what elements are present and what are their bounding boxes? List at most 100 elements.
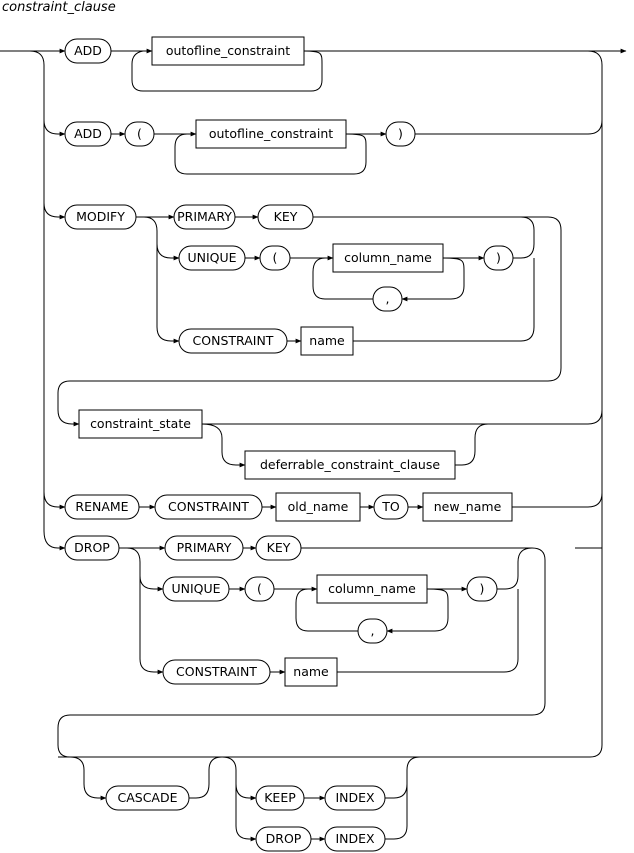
- add-keyword: ADD: [64, 38, 112, 64]
- connector-line: [497, 547, 533, 590]
- connector-line: [156, 244, 180, 344]
- connector-line: [415, 119, 603, 135]
- left-rail: [29, 50, 66, 551]
- name-box: name: [300, 326, 354, 356]
- constraint-keyword-3-label: CONSTRAINT: [176, 664, 257, 679]
- diagram-title: constraint_clause: [2, 0, 116, 15]
- rparen-keyword-2-label: ): [496, 250, 501, 265]
- outofline-constraint-box-label: outofline_constraint: [166, 43, 290, 58]
- key-keyword-label: KEY: [274, 209, 298, 224]
- lparen-keyword-2: (: [259, 245, 291, 271]
- column-name-box-label: column_name: [344, 250, 432, 265]
- outofline-constraint-box: outofline_constraint: [151, 36, 305, 66]
- connector-line: [139, 576, 164, 675]
- drop-keyword-2: DROP: [255, 826, 312, 852]
- connector-line: [189, 756, 223, 799]
- modify-keyword-label: MODIFY: [76, 209, 125, 224]
- lparen-keyword-3: (: [244, 576, 275, 602]
- connector-line: [455, 423, 489, 466]
- deferrable-constraint-clause-box-label: deferrable_constraint_clause: [260, 457, 440, 472]
- key-keyword: KEY: [257, 204, 314, 230]
- index-keyword-label: INDEX: [335, 790, 375, 805]
- column-name-box-2-label: column_name: [328, 581, 416, 596]
- lparen-keyword-3-label: (: [257, 581, 262, 596]
- primary-keyword-2-label: PRIMARY: [177, 540, 232, 555]
- connector-line: [401, 257, 465, 302]
- new-name-box: new_name: [422, 492, 513, 522]
- comma-keyword-2: ,: [357, 618, 388, 644]
- index-keyword-2: INDEX: [324, 826, 386, 852]
- old-name-box-label: old_name: [288, 499, 349, 514]
- lparen-keyword-label: (: [137, 126, 142, 141]
- to-keyword: TO: [373, 494, 409, 520]
- primary-keyword-2: PRIMARY: [164, 535, 244, 561]
- connector-line: [385, 756, 421, 799]
- connector-line: [126, 547, 164, 592]
- key-keyword-2: KEY: [255, 535, 302, 561]
- connector-line: [235, 784, 257, 842]
- add-keyword-label: ADD: [74, 43, 102, 58]
- to-keyword-label: TO: [381, 499, 400, 514]
- keep-keyword-label: KEEP: [264, 790, 296, 805]
- modify-keyword: MODIFY: [64, 204, 137, 230]
- add-keyword-2-label: ADD: [74, 126, 102, 141]
- index-keyword-2-label: INDEX: [335, 831, 375, 846]
- connector-line: [43, 119, 66, 137]
- unique-keyword-2-label: UNIQUE: [171, 581, 220, 596]
- lparen-keyword-2-label: (: [273, 250, 278, 265]
- comma-keyword: ,: [372, 286, 403, 312]
- drop-keyword-2-label: DROP: [266, 831, 302, 846]
- comma-keyword-2-label: ,: [371, 623, 375, 638]
- key-keyword-2-label: KEY: [267, 540, 291, 555]
- rparen-keyword-label: ): [398, 126, 403, 141]
- connector-line: [513, 216, 535, 259]
- connector-line: [312, 257, 373, 300]
- connector-line: [201, 423, 246, 468]
- comma-keyword-label: ,: [386, 291, 390, 306]
- name-box-label: name: [309, 333, 345, 348]
- rparen-keyword-3: ): [466, 576, 498, 602]
- connector-line: [353, 258, 535, 342]
- connector-line: [295, 588, 358, 632]
- rparen-keyword-3-label: ): [480, 581, 485, 596]
- primary-keyword: PRIMARY: [173, 204, 236, 230]
- connector-line: [143, 216, 180, 261]
- index-keyword: INDEX: [324, 785, 386, 811]
- drop-keyword-label: DROP: [74, 540, 110, 555]
- add-keyword-2: ADD: [64, 121, 112, 147]
- rename-keyword-label: RENAME: [75, 499, 128, 514]
- right-rail: [57, 50, 603, 758]
- connector-line: [386, 588, 449, 634]
- drop-keyword: DROP: [64, 535, 120, 561]
- name-box-2-label: name: [293, 664, 329, 679]
- cascade-keyword-label: CASCADE: [117, 790, 177, 805]
- constraint-keyword-2-label: CONSTRAINT: [168, 499, 249, 514]
- constraint-keyword-label: CONSTRAINT: [193, 333, 274, 348]
- connector-line: [43, 491, 66, 510]
- constraint-keyword: CONSTRAINT: [178, 328, 288, 354]
- connector-line: [57, 216, 562, 427]
- lparen-keyword: (: [124, 121, 155, 147]
- rparen-keyword-2: ): [483, 245, 514, 271]
- outofline-constraint-box-2-label: outofline_constraint: [209, 126, 333, 141]
- connector-line: [58, 756, 107, 801]
- connector-line: [385, 784, 408, 840]
- new-name-box-label: new_name: [434, 499, 502, 514]
- rename-keyword: RENAME: [64, 494, 140, 520]
- name-box-2: name: [284, 657, 338, 687]
- constraint-state-box-label: constraint_state: [90, 416, 191, 431]
- unique-keyword-2: UNIQUE: [162, 576, 230, 602]
- connector-line: [221, 756, 257, 801]
- connector-line: [337, 589, 519, 673]
- outofline-constraint-box-2: outofline_constraint: [195, 119, 347, 149]
- primary-keyword-label: PRIMARY: [177, 209, 232, 224]
- constraint-keyword-3: CONSTRAINT: [162, 659, 271, 685]
- unique-keyword: UNIQUE: [178, 245, 246, 271]
- connector-lines: [0, 48, 627, 842]
- connector-line: [174, 133, 367, 175]
- deferrable-constraint-clause-box: deferrable_constraint_clause: [244, 450, 456, 480]
- column-name-box: column_name: [332, 243, 444, 273]
- constraint-keyword-2: CONSTRAINT: [154, 494, 263, 520]
